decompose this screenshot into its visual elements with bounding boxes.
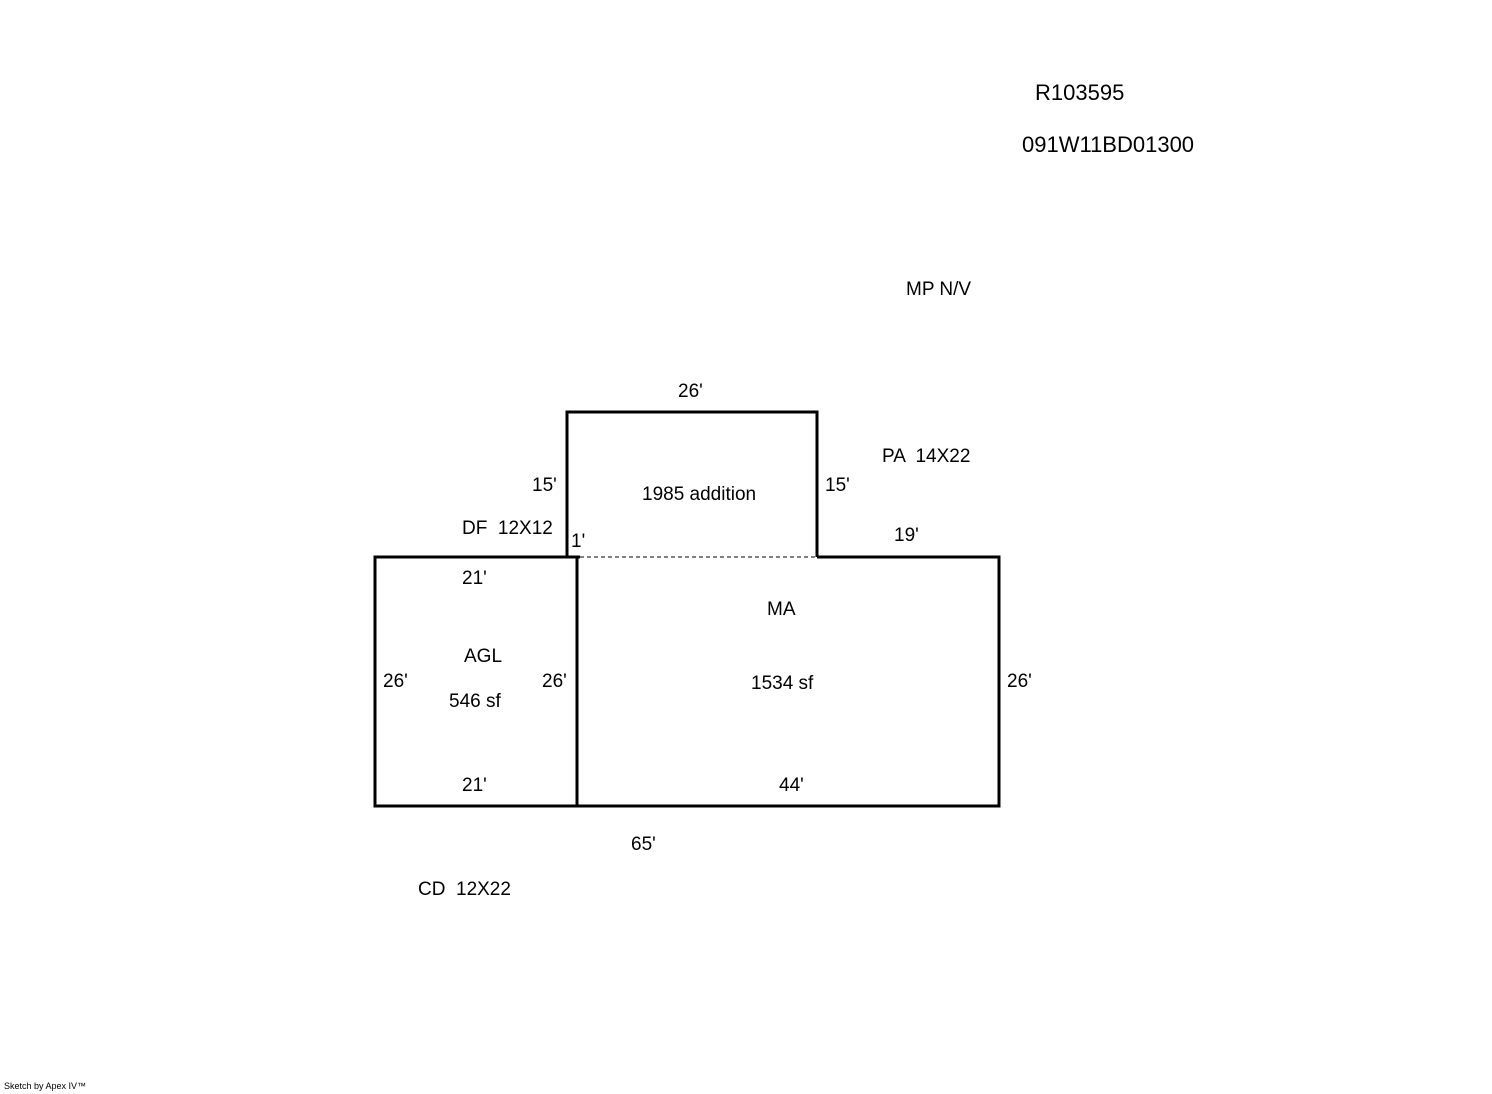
addition-outline xyxy=(565,410,819,557)
note-pa: PA 14X22 xyxy=(882,446,971,467)
addition-dim-left: 15' xyxy=(532,475,557,496)
ma-outline xyxy=(575,555,1001,808)
addition-dim-jog: 1' xyxy=(571,531,586,552)
ma-dim-bottom: 44' xyxy=(779,775,804,796)
note-df: DF 12X12 xyxy=(462,518,553,539)
ma-area: 1534 sf xyxy=(751,673,814,694)
agl-area: 546 sf xyxy=(449,691,501,712)
overall-dim-width: 65' xyxy=(631,834,656,855)
note-mp: MP N/V xyxy=(906,279,972,300)
parcel-number: 091W11BD01300 xyxy=(1022,132,1195,157)
addition-dim-top: 26' xyxy=(678,381,703,402)
record-id: R103595 xyxy=(1035,80,1125,105)
agl-dim-right: 26' xyxy=(542,671,567,692)
ma-dim-right: 26' xyxy=(1007,671,1032,692)
ma-label: MA xyxy=(767,599,796,620)
agl-dim-bottom: 21' xyxy=(462,775,487,796)
agl-label: AGL xyxy=(464,646,503,667)
agl-dim-left: 26' xyxy=(383,671,408,692)
addition-label: 1985 addition xyxy=(642,484,757,505)
addition-dim-right: 15' xyxy=(825,475,850,496)
ma-dim-top-right: 19' xyxy=(894,525,919,546)
agl-dim-top: 21' xyxy=(462,568,487,589)
sketch-credit: Sketch by Apex IV™ xyxy=(4,1081,87,1091)
note-cd: CD 12X22 xyxy=(418,879,511,900)
